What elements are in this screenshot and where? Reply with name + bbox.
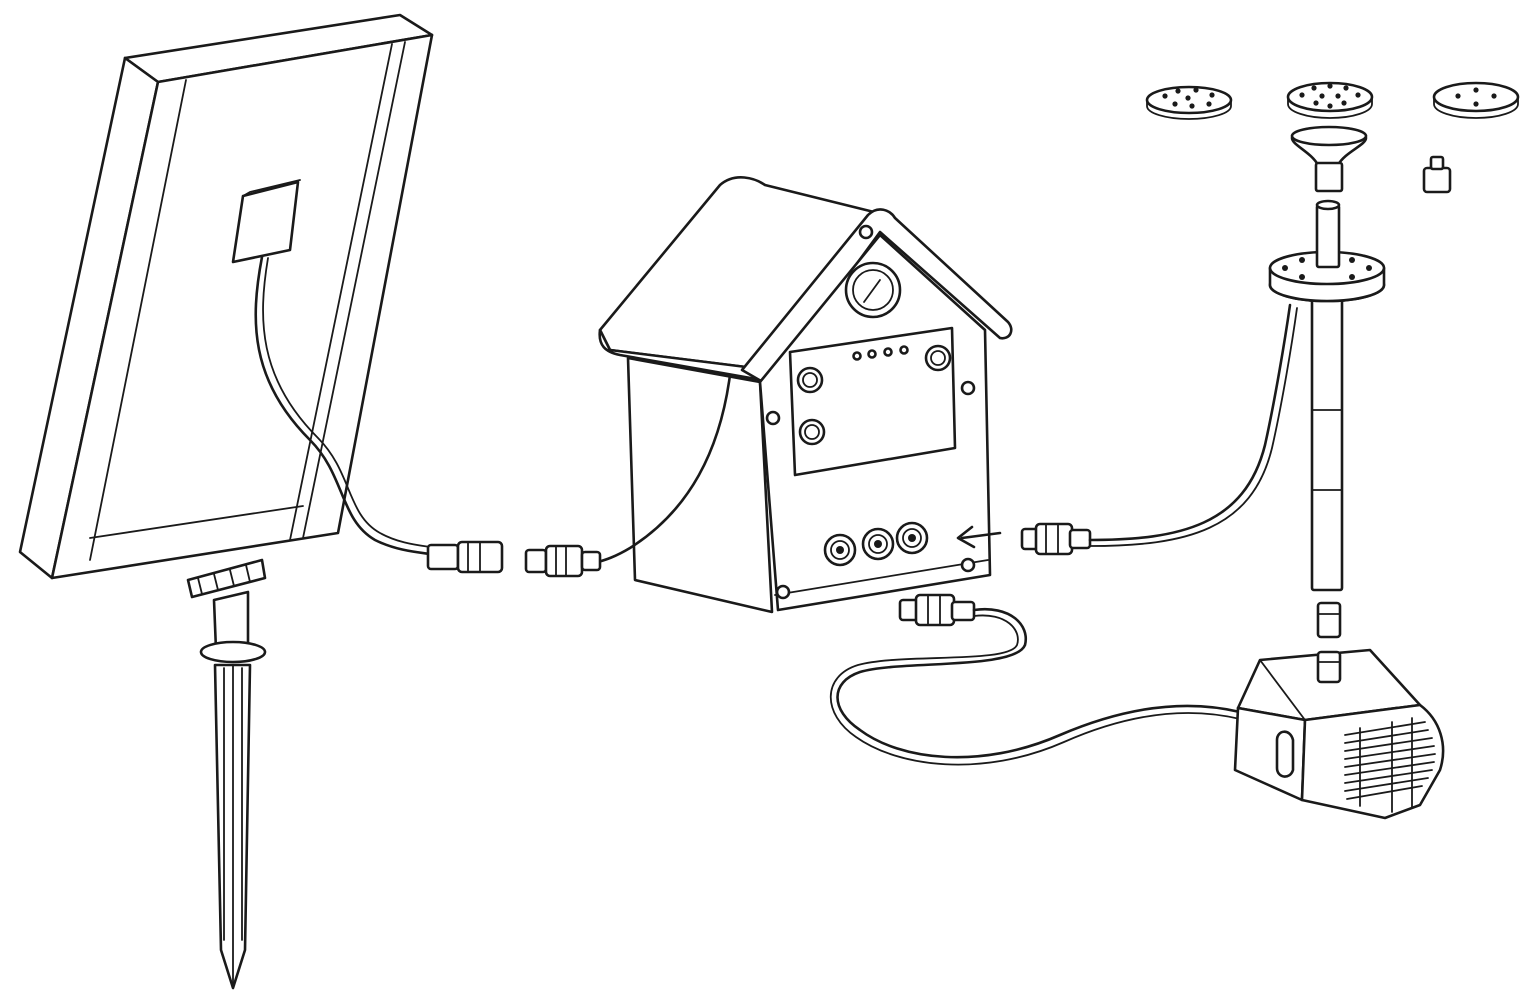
tube-cable-edge xyxy=(1089,307,1298,547)
pump-plug xyxy=(898,593,976,627)
nozzle-disc-3 xyxy=(1432,81,1520,119)
fountain-nozzles xyxy=(1145,81,1520,194)
dial-knob xyxy=(844,261,902,319)
junction-box xyxy=(231,179,301,264)
box-input-plug xyxy=(524,544,602,578)
panel-cable-edge xyxy=(262,257,431,548)
nozzle-disc-2 xyxy=(1286,81,1374,119)
panel-cable xyxy=(254,255,432,556)
insert-arrow-icon xyxy=(956,525,1002,549)
pump-grille-icon xyxy=(1344,717,1436,813)
control-box xyxy=(598,176,1013,614)
tube-plug xyxy=(1020,522,1092,556)
pump-cable xyxy=(836,607,1242,759)
panel-plug xyxy=(426,540,504,574)
pump-cable-edge xyxy=(829,614,1241,766)
indicator-leds xyxy=(852,345,909,361)
solar-panel xyxy=(18,13,434,580)
box-input-cable xyxy=(596,373,732,564)
tube-cable xyxy=(1088,303,1292,542)
fountain-pump xyxy=(1233,648,1445,820)
output-sockets xyxy=(823,521,929,567)
ground-stake xyxy=(186,558,267,990)
nozzle-disc-1 xyxy=(1145,85,1233,120)
extension-tube xyxy=(1268,199,1386,639)
